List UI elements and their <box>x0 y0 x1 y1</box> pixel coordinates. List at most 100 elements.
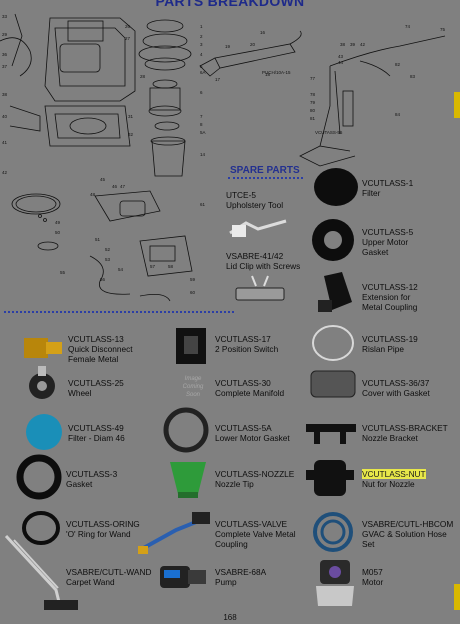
upholstery-tool-image <box>229 219 287 237</box>
svg-text:51: 51 <box>95 237 101 242</box>
svg-text:44: 44 <box>338 60 344 65</box>
part-vcutlass-17: VCUTLASS-17 2 Position Switch <box>215 334 278 354</box>
svg-text:82: 82 <box>395 62 401 67</box>
svg-text:75: 75 <box>440 27 446 32</box>
hose-set-image <box>313 512 353 552</box>
part-utce-5: UTCE-5 Upholstery Tool <box>226 190 283 210</box>
part-desc: Gasket <box>66 479 93 489</box>
part-code: VSABRE-68A <box>215 567 267 577</box>
part-desc: Wheel <box>68 388 92 398</box>
part-code: VCUTLASS-19 <box>362 334 418 344</box>
svg-text:5: 5 <box>200 64 203 69</box>
part-code: VSABRE/CUTL-HBCOM <box>362 519 454 529</box>
part-vcutlass-nozzle: VCUTLASS-NOZZLE Nozzle Tip <box>215 469 294 489</box>
svg-text:42: 42 <box>2 170 8 175</box>
svg-text:29: 29 <box>2 32 8 37</box>
carpet-wand-image <box>4 534 78 610</box>
part-vcutlass-1: VCUTLASS-1 Filter <box>362 178 413 198</box>
part-vsabre-cutl-hbcom: VSABRE/CUTL-HBCOM GVAC & Solution Hose S… <box>362 519 453 549</box>
part-desc: Extension for <box>362 292 411 302</box>
nozzle-nut-image <box>306 460 354 496</box>
svg-text:42: 42 <box>360 42 366 47</box>
svg-text:40: 40 <box>2 114 8 119</box>
page-title: PARTS BREAKDOWN <box>155 0 305 9</box>
part-vsabre-68a: VSABRE-68A Pump <box>215 567 266 587</box>
part-desc: Filter - Diam 46 <box>68 433 125 443</box>
part-code: VCUTLASS-25 <box>68 378 124 388</box>
part-vcutlass-36-37: VCUTLASS-36/37 Cover with Gasket <box>362 378 430 398</box>
part-m057: M057 Motor <box>362 567 383 587</box>
part-code: VSABRE-41/42 <box>226 251 284 261</box>
svg-text:56: 56 <box>100 277 106 282</box>
svg-text:17: 17 <box>215 77 221 82</box>
part-desc: Set <box>362 539 375 549</box>
part-desc: Motor <box>362 577 384 587</box>
part-code: UTCE-5 <box>226 190 256 200</box>
svg-text:3: 3 <box>200 42 203 47</box>
svg-text:19: 19 <box>225 44 231 49</box>
svg-text:53: 53 <box>105 257 111 262</box>
rislan-pipe-image <box>312 325 354 361</box>
svg-text:18: 18 <box>265 72 271 77</box>
svg-text:38: 38 <box>340 42 346 47</box>
svg-text:55: 55 <box>60 270 66 275</box>
svg-text:14: 14 <box>200 152 206 157</box>
svg-text:60: 60 <box>190 290 196 295</box>
svg-text:33: 33 <box>2 14 8 19</box>
page-tab-marker <box>454 584 460 610</box>
part-code: VCUTLASS-1 <box>362 178 414 188</box>
part-code: VCUTLASS-NOZZLE <box>215 469 295 479</box>
svg-text:20: 20 <box>250 42 256 47</box>
o-ring-image <box>22 511 60 545</box>
svg-text:52: 52 <box>105 247 111 252</box>
svg-text:31: 31 <box>128 114 134 119</box>
svg-text:28: 28 <box>140 74 146 79</box>
svg-text:58: 58 <box>168 264 174 269</box>
part-desc: Complete Valve Metal <box>215 529 296 539</box>
svg-text:80: 80 <box>310 108 316 113</box>
part-desc: Nozzle Tip <box>215 479 254 489</box>
svg-text:7: 7 <box>200 114 203 119</box>
part-vcutlass-bracket: VCUTLASS-BRACKET Nozzle Bracket <box>362 423 448 443</box>
svg-text:32: 32 <box>128 132 134 137</box>
svg-text:74: 74 <box>405 24 411 29</box>
svg-text:45: 45 <box>100 177 106 182</box>
svg-text:49: 49 <box>55 220 61 225</box>
spare-parts-heading: SPARE PARTS <box>230 165 300 176</box>
part-vcutlass-19: VCUTLASS-19 Rislan Pipe <box>362 334 418 354</box>
upper-motor-gasket-image <box>312 219 354 261</box>
nozzle-bracket-image <box>306 424 356 444</box>
part-vcutlass-12: VCUTLASS-12 Extension for Metal Coupling <box>362 282 418 312</box>
svg-text:83: 83 <box>410 74 416 79</box>
part-desc: Rislan Pipe <box>362 344 404 354</box>
part-desc: Cover with Gasket <box>362 388 430 398</box>
wheel-image <box>29 366 55 399</box>
part-code: VCUTLASS-3 <box>66 469 118 479</box>
svg-text:36: 36 <box>2 52 8 57</box>
extension-coupling-image <box>318 272 352 312</box>
part-desc: Gasket <box>362 247 389 257</box>
part-desc: Metal Coupling <box>362 302 418 312</box>
part-code: VCUTLASS-ORING <box>66 519 140 529</box>
part-code: VCUTLASS-5A <box>215 423 272 433</box>
part-desc: Nut for Nozzle <box>362 479 415 489</box>
svg-text:78: 78 <box>310 92 316 97</box>
part-vcutlass-49: VCUTLASS-49 Filter - Diam 46 <box>68 423 125 443</box>
valve-coupling-image <box>138 512 210 554</box>
part-desc: 2 Position Switch <box>215 344 279 354</box>
cover-gasket-image <box>310 370 356 398</box>
svg-text:27: 27 <box>125 36 131 41</box>
page-number: 168 <box>223 613 237 622</box>
part-vcutlass-nut: VCUTLASS-NUT Nut for Nozzle <box>362 469 426 489</box>
part-desc: Carpet Wand <box>66 577 115 587</box>
nozzle-tip-image <box>170 462 206 498</box>
svg-text:26: 26 <box>125 24 131 29</box>
part-vcutlass-25: VCUTLASS-25 Wheel <box>68 378 124 398</box>
svg-text:4: 4 <box>200 52 203 57</box>
part-code: VCUTLASS-49 <box>68 423 124 433</box>
svg-text:43: 43 <box>338 54 344 59</box>
quick-disconnect-image <box>24 338 62 358</box>
part-vcutlass-oring: VCUTLASS-ORING 'O' Ring for Wand <box>66 519 140 539</box>
